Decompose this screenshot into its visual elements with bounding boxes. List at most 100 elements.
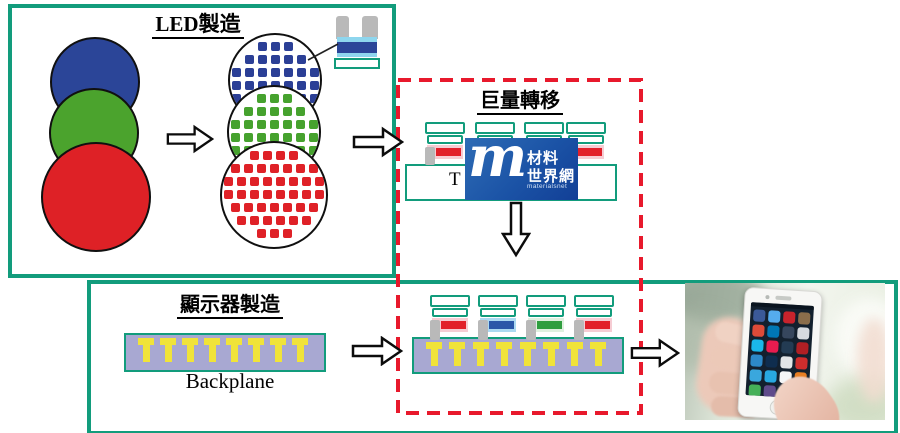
led-die [282, 229, 292, 238]
bond-pad [426, 342, 442, 366]
led-die [309, 94, 319, 103]
materialsnet-watermark-logo: m 材料 世界網 materialsnet [465, 138, 578, 200]
led-die [230, 133, 240, 142]
bond-pad [292, 338, 308, 362]
chip-callout-line [307, 43, 339, 61]
app-icon [781, 325, 795, 339]
led-die [243, 164, 253, 173]
app-icon [751, 323, 765, 337]
led-die [295, 107, 305, 116]
app-icon [749, 353, 763, 367]
led-die [282, 120, 292, 129]
led-die [237, 190, 246, 199]
led-die [289, 216, 298, 225]
led-die [296, 55, 306, 64]
led-die [282, 203, 292, 212]
led-die [289, 177, 298, 186]
led-die [256, 229, 266, 238]
led-die [270, 68, 280, 77]
led-die [302, 190, 311, 199]
led-die [256, 94, 266, 103]
led-die [315, 190, 324, 199]
led-die [243, 107, 253, 116]
led-die [308, 203, 318, 212]
led-die [256, 120, 266, 129]
led-chip-structure-icon [334, 16, 380, 69]
led-die [257, 42, 267, 51]
led-die [289, 151, 298, 160]
chip-layer-top [337, 37, 377, 42]
bond-pad [182, 338, 198, 362]
led-die [308, 164, 318, 173]
led-die [269, 203, 279, 212]
arrow-led-to-transfer [352, 126, 404, 158]
bond-pad [519, 342, 536, 366]
led-die [276, 177, 285, 186]
led-die [257, 55, 267, 64]
led-die [230, 203, 240, 212]
red-epi-wafer [41, 142, 151, 252]
app-icon [795, 341, 809, 355]
chip-substrate [334, 58, 380, 69]
led-die [296, 81, 306, 90]
led-die [231, 94, 241, 103]
led-die [224, 177, 233, 186]
bond-pad [472, 342, 489, 366]
backplane-illustration [124, 333, 326, 372]
app-icon [765, 339, 779, 353]
app-icon [796, 326, 810, 340]
display-chip [574, 295, 614, 340]
bond-pad [248, 338, 264, 362]
carrier-label: T [449, 169, 461, 190]
led-die [276, 216, 285, 225]
led-die [231, 68, 241, 77]
led-die [282, 164, 292, 173]
led-die [237, 216, 246, 225]
led-die [263, 216, 272, 225]
led-die [257, 68, 267, 77]
app-icon [763, 369, 777, 383]
led-die [230, 120, 240, 129]
bond-pad [590, 342, 606, 366]
led-die [295, 120, 305, 129]
app-icon [780, 340, 794, 354]
app-icon [747, 383, 761, 397]
led-die [263, 177, 272, 186]
led-die [230, 164, 240, 173]
backplane-label: Backplane [185, 369, 275, 393]
display-chip [430, 295, 470, 340]
app-icon [797, 311, 811, 325]
led-die [289, 190, 298, 199]
led-die [269, 133, 279, 142]
logo-m-glyph: m [468, 138, 528, 190]
bond-pad [160, 338, 176, 362]
led-die [244, 81, 254, 90]
led-die [256, 164, 266, 173]
app-icon [766, 324, 780, 338]
led-die [224, 190, 233, 199]
led-die [283, 68, 293, 77]
led-die [250, 151, 259, 160]
led-die [263, 151, 272, 160]
led-die [283, 55, 293, 64]
chip-layer-active [337, 42, 377, 53]
led-die [243, 203, 253, 212]
bond-pad [566, 342, 583, 366]
led-box-title: LED製造 [8, 8, 388, 39]
app-icon [779, 355, 793, 369]
bond-pad [543, 342, 560, 366]
bond-pad [496, 342, 513, 366]
led-die [296, 68, 306, 77]
led-die [276, 151, 285, 160]
led-die [269, 120, 279, 129]
led-die [309, 68, 319, 77]
led-die [243, 120, 253, 129]
led-die [256, 107, 266, 116]
bond-pad [204, 338, 220, 362]
led-die [269, 94, 279, 103]
app-icon [764, 354, 778, 368]
display-chip [478, 295, 518, 340]
display-chip [526, 295, 566, 340]
chip-contact-left [336, 16, 349, 39]
